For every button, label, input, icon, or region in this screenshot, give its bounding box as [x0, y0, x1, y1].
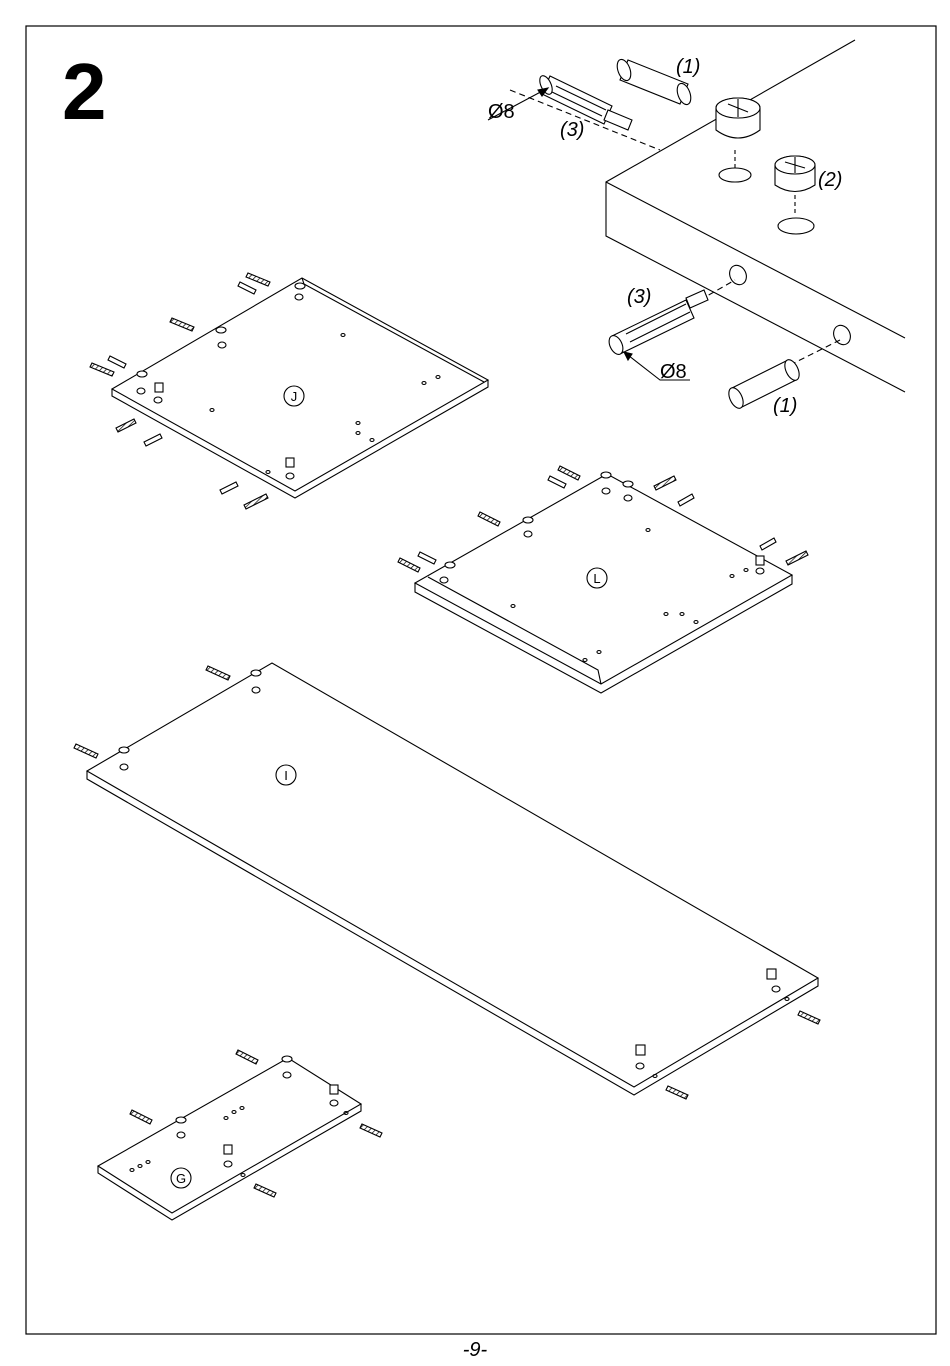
cam-bolt-top	[537, 74, 632, 130]
cam-label: (2)	[818, 169, 842, 191]
bolt-label-mid: (3)	[627, 286, 651, 308]
panel-i	[74, 663, 820, 1099]
dowel-label-mid: (1)	[773, 395, 797, 417]
page-number: -9-	[0, 1339, 950, 1362]
panel-j	[90, 273, 488, 509]
panel-j-label: J	[291, 389, 298, 404]
diameter-top: Ø8	[488, 101, 515, 123]
detail-dash-line	[790, 340, 840, 365]
cam-bolt-mid	[606, 290, 708, 357]
dowel-label-top: (1)	[676, 56, 700, 78]
hardware-detail	[488, 40, 905, 411]
detail-side-hole	[831, 323, 854, 348]
panel-g	[98, 1050, 382, 1220]
cam-lock-on-board	[716, 98, 760, 182]
diameter-mid: Ø8	[660, 361, 687, 383]
detail-side-hole	[727, 263, 750, 288]
bolt-label-top: (3)	[560, 119, 584, 141]
panel-i-label: I	[284, 768, 288, 783]
panel-l-label: L	[593, 571, 600, 586]
panel-l	[398, 466, 808, 693]
step-number: 2	[62, 52, 107, 132]
panel-g-label: G	[176, 1171, 186, 1186]
